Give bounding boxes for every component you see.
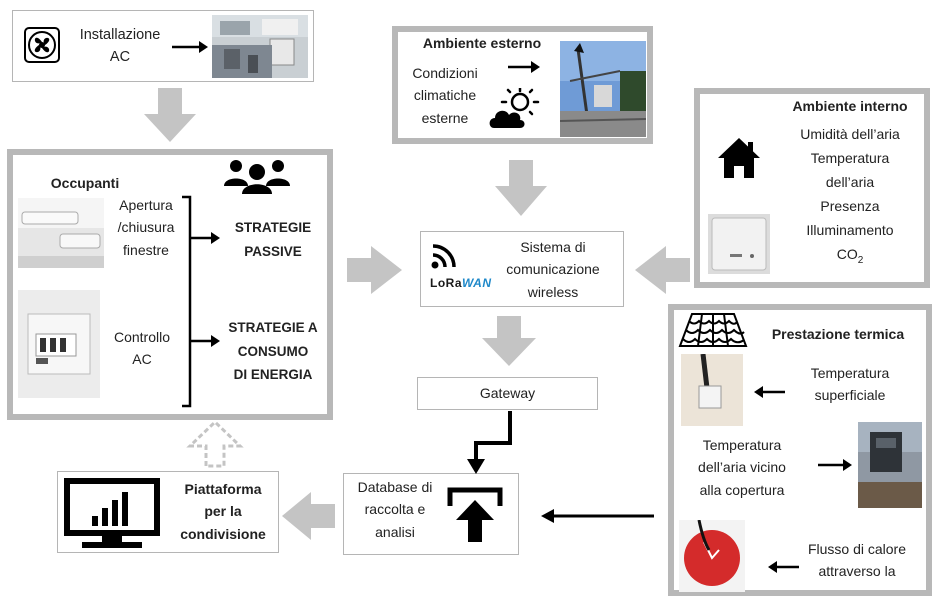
ambiente-interno-list: Umidità dell’aria Temperatura dell’aria … (770, 122, 930, 269)
finestre-photo (18, 198, 104, 268)
roof-tiles-icon (678, 312, 748, 348)
temp-aria-line1: Temperatura (702, 437, 782, 453)
esterno-line1: Condizioni (412, 65, 478, 81)
installazione-line1: Installazione (79, 27, 161, 43)
arrow-interno-to-sistema (635, 246, 690, 294)
interno-item-illuminamento: Illuminamento (806, 222, 894, 239)
people-icon (222, 156, 292, 196)
temp-aria-label: Temperatura dell’aria vicino alla copert… (674, 434, 810, 501)
temp-aria-line2: dell’aria vicino (698, 459, 786, 476)
esterno-line3: esterne (421, 109, 469, 126)
interno-item-umidita: Umidità dell’aria (800, 126, 900, 142)
piattaforma-line2: per la (204, 503, 242, 520)
house-icon (716, 136, 762, 180)
apertura-line2: /chiusura (117, 219, 175, 236)
lorawan-logo: LoRaWAN (430, 276, 492, 290)
strategie-passive-label: STRATEGIE PASSIVE (222, 216, 324, 263)
temp-aria-photo (858, 422, 922, 508)
apertura-line1: Apertura (119, 197, 173, 213)
sistema-box (420, 231, 624, 307)
flusso-line1: Flusso di calore (807, 541, 907, 557)
esterno-line2: climatiche (413, 87, 477, 104)
sistema-line2: comunicazione (506, 261, 600, 278)
arrow-piattaforma-to-occupanti (186, 419, 244, 468)
quadro-ac-photo (18, 290, 100, 398)
database-line1: Database di (357, 479, 433, 495)
interno-item-presenza: Presenza (820, 198, 880, 215)
installazione-label: Installazione AC (70, 24, 170, 69)
weather-icon (488, 86, 540, 132)
consumo-line3: DI ENERGIA (233, 367, 313, 383)
interno-item-co2: CO2 (770, 242, 930, 269)
sensor-photo (708, 214, 770, 274)
database-line3: analisi (375, 523, 415, 540)
flusso-label: Flusso di calore attraverso la (794, 538, 920, 583)
database-line2: raccolta e (364, 501, 426, 518)
temp-sup-line2: superficiale (814, 387, 886, 404)
piattaforma-line3: condivisione (180, 525, 266, 542)
arrow-prestazione-to-database (541, 509, 654, 523)
sistema-line3: wireless (527, 283, 579, 300)
monitor-chart-icon (64, 478, 160, 550)
temp-sup-line1: Temperatura (810, 365, 890, 381)
consumo-line1: STRATEGIE A (228, 320, 318, 335)
interno-item-aria: dell’aria (825, 174, 875, 191)
controllo-line2: AC (132, 351, 152, 368)
flusso-calore-photo (679, 520, 745, 592)
passive-line1: STRATEGIE (234, 220, 312, 235)
gateway-label: Gateway (479, 385, 536, 401)
arrow-sistema-to-gateway (482, 316, 536, 366)
passive-line2: PASSIVE (244, 243, 302, 259)
installazione-line2: AC (109, 49, 131, 66)
apertura-line3: finestre (123, 241, 169, 258)
co2-sub: 2 (857, 255, 864, 267)
installazione-photo (212, 15, 308, 78)
arrow-gateway-to-database (467, 411, 512, 474)
sistema-label: Sistema di comunicazione wireless (490, 236, 616, 303)
wifi-icon (430, 240, 460, 270)
gateway-box (417, 377, 598, 410)
strategie-consumo-label: STRATEGIE A CONSUMO DI ENERGIA (216, 316, 330, 387)
sistema-line1: Sistema di (520, 239, 586, 255)
temp-superficiale-label: Temperatura superficiale (788, 362, 912, 407)
arrow-database-to-piattaforma (282, 492, 335, 540)
controllo-line1: Controllo (113, 329, 171, 345)
ambiente-esterno-title: Ambiente esterno (422, 35, 542, 51)
apertura-label: Apertura /chiusura finestre (104, 194, 188, 261)
temp-aria-line3: alla copertura (699, 481, 785, 498)
database-label: Database di raccolta e analisi (346, 476, 444, 543)
database-box (343, 473, 519, 555)
co2-main: CO (836, 246, 858, 263)
upload-icon (446, 486, 504, 544)
arrow-esterno-to-sistema (495, 160, 547, 216)
ambiente-esterno-text: Condizioni climatiche esterne (398, 62, 492, 129)
lorawan-logo-wan: WAN (462, 276, 492, 290)
controllo-label: Controllo AC (100, 326, 184, 371)
arrow-occupanti-to-sistema (347, 246, 402, 294)
weather-station-photo (560, 41, 646, 137)
arrow-install-to-occupanti (144, 88, 196, 142)
fan-icon (24, 27, 60, 63)
temp-superficiale-photo (681, 354, 743, 426)
occupanti-title: Occupanti (50, 175, 120, 191)
piattaforma-line1: Piattaforma (184, 481, 262, 497)
interno-item-temperatura: Temperatura (810, 150, 890, 167)
piattaforma-label: Piattaforma per la condivisione (168, 478, 278, 545)
lorawan-logo-lo: LoRa (430, 276, 462, 290)
consumo-line2: CONSUMO (237, 343, 309, 359)
ambiente-interno-title: Ambiente interno (792, 98, 908, 114)
prestazione-title: Prestazione termica (771, 326, 905, 342)
flusso-line2: attraverso la (818, 563, 896, 580)
